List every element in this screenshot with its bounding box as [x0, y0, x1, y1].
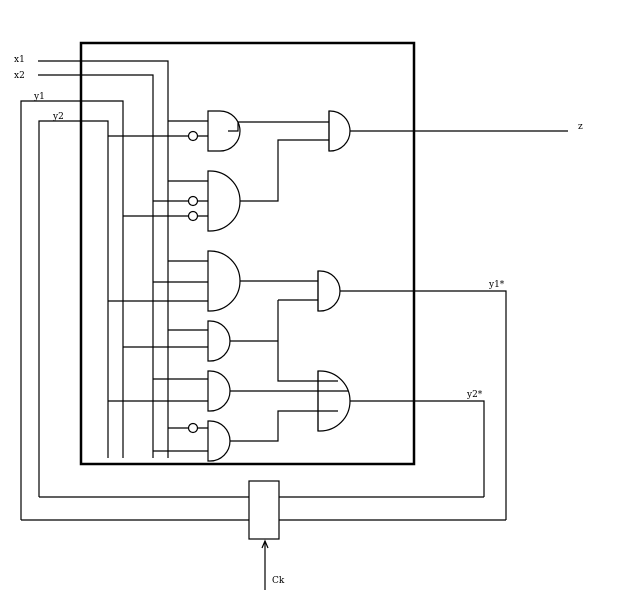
clock-arrow-icon — [261, 539, 269, 549]
combinational-logic-block — [79, 41, 416, 466]
and-gate-4 — [207, 320, 231, 362]
input-wire-x2 — [38, 74, 154, 458]
input-label-x2: x2 — [14, 71, 25, 81]
and-gate-2 — [207, 170, 241, 232]
clock-label: Ck — [272, 576, 285, 586]
and-gate-6 — [207, 420, 231, 462]
output-label-z: z — [578, 122, 583, 132]
input-wire-x1 — [38, 60, 169, 458]
or-gate-y1 — [317, 270, 341, 312]
input-label-y2: y2 — [52, 112, 64, 122]
inverter-bubble — [187, 195, 199, 207]
input-wire-y1 — [20, 100, 124, 520]
output-label-y2-star: y2* — [466, 390, 483, 400]
or-gate-y2 — [317, 370, 351, 432]
input-label-x1: x1 — [14, 55, 25, 65]
and-gate-1 — [207, 110, 241, 152]
inverter-bubble — [187, 422, 199, 434]
output-label-y1-star: y1* — [488, 280, 505, 290]
input-wire-y2 — [38, 120, 109, 497]
inverter-bubble — [187, 130, 199, 142]
flip-flop-block — [248, 480, 280, 540]
and-gate-5 — [207, 370, 231, 412]
or-gate-z — [328, 110, 351, 152]
input-label-y1: y1 — [33, 92, 45, 102]
and-gate-3 — [207, 250, 241, 312]
inverter-bubble — [187, 210, 199, 222]
